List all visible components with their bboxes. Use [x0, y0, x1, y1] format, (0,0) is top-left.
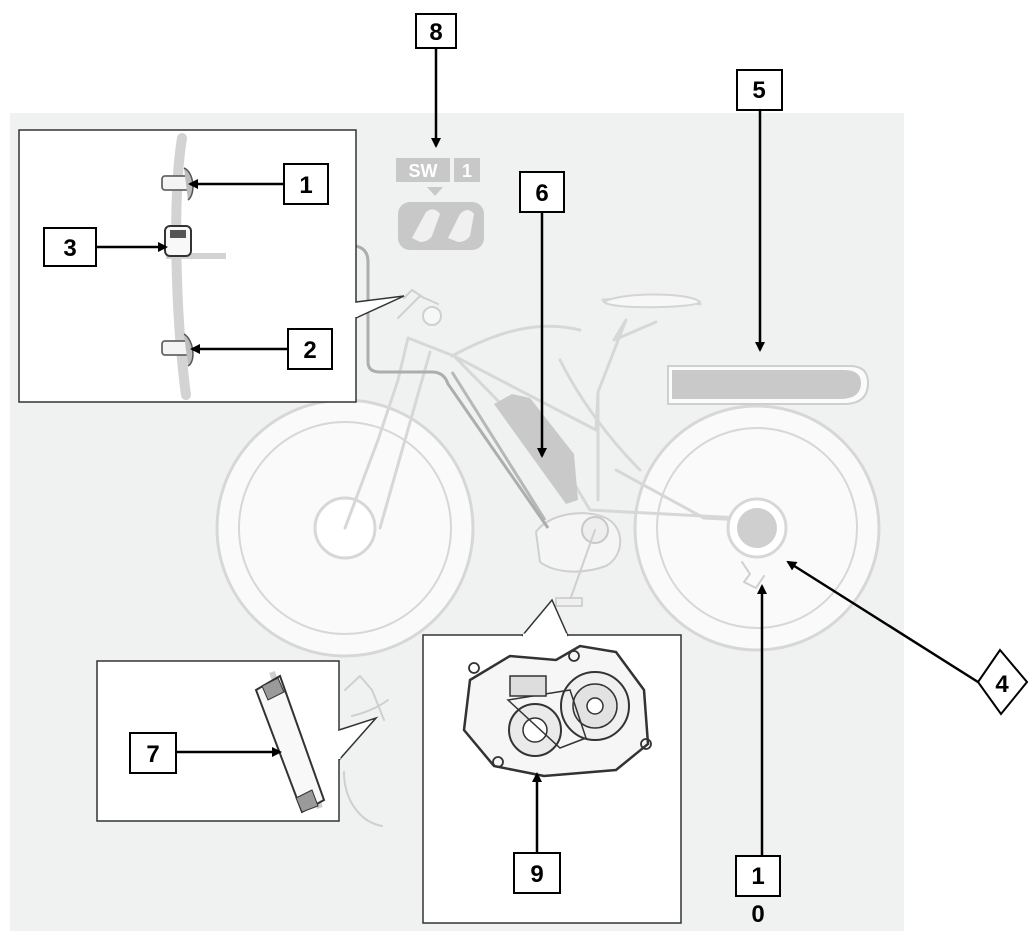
callout-8: 8: [415, 13, 457, 49]
callout-9-label: 9: [530, 861, 543, 888]
inset-pointer-battery: [338, 716, 379, 761]
callout-5-label: 5: [752, 77, 765, 104]
callout-2: 2: [287, 328, 333, 370]
callout-9: 9: [513, 852, 561, 894]
crank-pedal: [555, 529, 596, 607]
speed-sensor-magnet: [737, 508, 777, 548]
callout-6-label: 6: [535, 180, 548, 207]
sw-num-label: 1: [462, 161, 472, 181]
sw-label: SW: [409, 161, 438, 181]
callout-lines: [96, 48, 979, 856]
callout-10-label-line2: 0: [751, 901, 764, 928]
bike-illustration: [199, 242, 881, 658]
inset-pointer: [355, 295, 405, 319]
handlebar: [397, 289, 442, 326]
callout-6: 6: [519, 171, 565, 213]
switch-sw1-icon: SW 1: [396, 158, 484, 250]
callout-10: 1 0: [735, 855, 781, 928]
shift-lever-lower: [161, 333, 194, 367]
callout-7-label: 7: [146, 741, 159, 768]
callout-10-label-line1: 1: [751, 863, 764, 890]
inset-pointer-drive: [521, 598, 569, 637]
callout-3-label: 3: [63, 235, 76, 262]
display-remote-unit: [164, 225, 192, 257]
callout-4: 4: [976, 648, 1029, 716]
internal-cable: [450, 371, 547, 521]
callout-1-label: 1: [299, 172, 312, 199]
saddle: [602, 293, 702, 309]
callout-5: 5: [736, 69, 783, 111]
drive-unit: [534, 512, 622, 573]
callout-7: 7: [129, 732, 177, 774]
callout-1: 1: [283, 163, 329, 205]
bike-frame: [343, 294, 744, 530]
callout-3: 3: [43, 227, 97, 267]
callout-2-label: 2: [303, 337, 316, 364]
inset-drive-unit: [422, 598, 682, 924]
frame-battery: [494, 394, 578, 504]
display-cable: [199, 242, 550, 529]
callout-8-label: 8: [429, 19, 442, 46]
callout-4-label: 4: [995, 671, 1009, 698]
